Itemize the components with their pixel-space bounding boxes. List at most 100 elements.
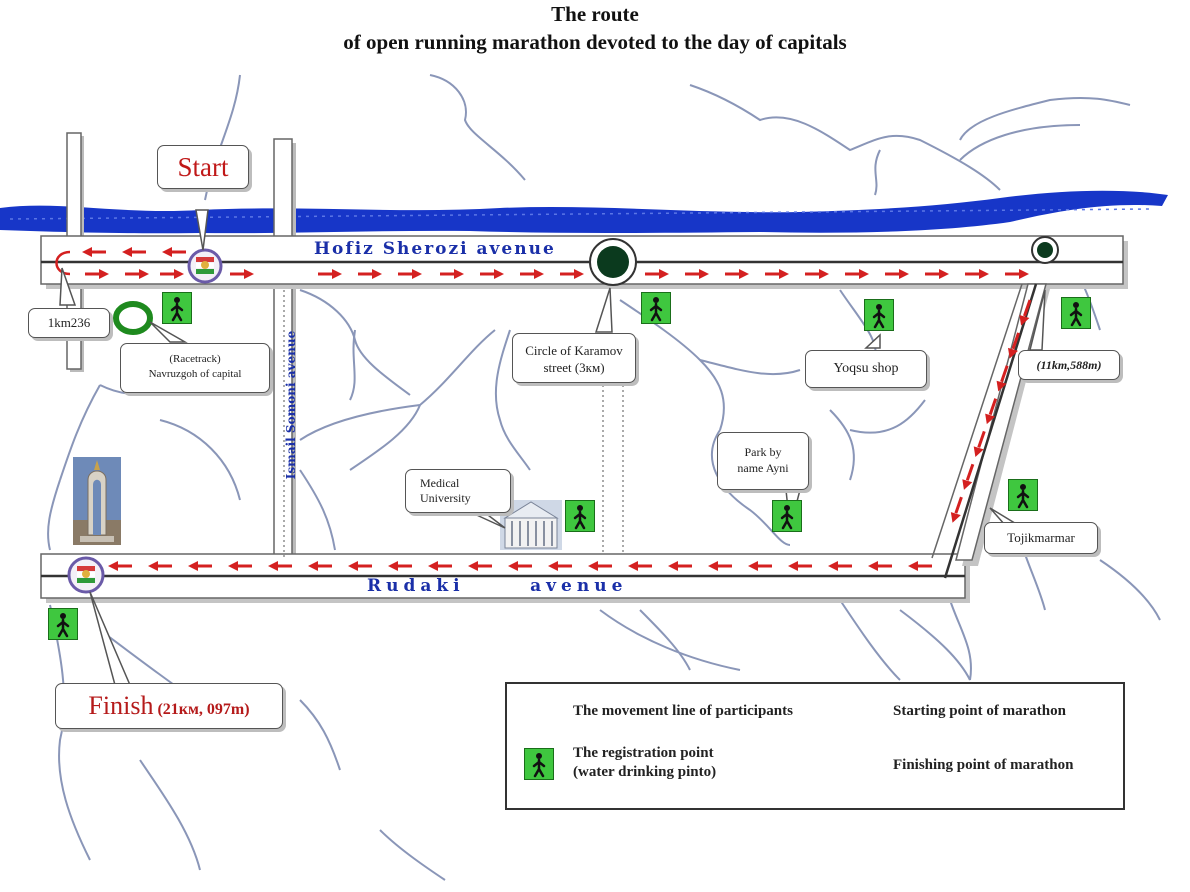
movement-arrow-head xyxy=(412,269,422,279)
movement-arrows-west xyxy=(108,561,932,571)
turnaround-marker-center xyxy=(1037,242,1053,258)
movement-arrows-diagonal xyxy=(950,299,1032,523)
movement-arrow-head xyxy=(939,269,949,279)
dashed-connectors xyxy=(283,290,624,560)
title-line-2: of open running marathon devoted to the … xyxy=(343,30,847,54)
legend-registration-line1: The registration point xyxy=(573,745,714,761)
movement-arrow-head xyxy=(628,561,638,571)
movement-arrow-head xyxy=(534,269,544,279)
movement-arrow-head xyxy=(82,247,92,257)
monument-icon xyxy=(73,457,121,545)
movement-arrow-head xyxy=(468,561,478,571)
registration-point-4 xyxy=(1061,297,1091,329)
marathon-emblem-icon xyxy=(187,248,223,284)
movement-arrow-head xyxy=(548,561,558,571)
callout-pointers xyxy=(59,209,1046,686)
movement-arrow-head xyxy=(1019,269,1029,279)
circle-marker-center xyxy=(597,246,629,278)
movement-arrow xyxy=(977,430,986,448)
hofiz-avenue-label: Hofiz Sherozi avenue xyxy=(314,239,556,259)
movement-arrow-head xyxy=(428,561,438,571)
registration-point-8 xyxy=(48,608,78,640)
movement-arrow-head xyxy=(779,269,789,279)
movement-arrow-head xyxy=(139,269,149,279)
movement-arrow-head xyxy=(985,413,996,425)
registration-point-6 xyxy=(772,500,802,532)
movement-arrow-head xyxy=(1008,347,1019,359)
movement-arrow-head xyxy=(508,561,518,571)
legend-registration-icon xyxy=(524,748,554,780)
runner-icon xyxy=(1016,484,1030,509)
park-ayni-label: Park by name Ayni xyxy=(717,432,809,490)
somoni-avenue-label: Ismail Somoni avenue xyxy=(284,330,298,480)
movement-arrow-head xyxy=(332,269,342,279)
river-ripples xyxy=(9,208,1151,220)
movement-arrow-head xyxy=(668,561,678,571)
movement-arrow-head xyxy=(348,561,358,571)
movement-arrow-head xyxy=(188,561,198,571)
racetrack-label-line1: (Racetrack) xyxy=(169,353,221,365)
km-11588-label: (11km,588m) xyxy=(1018,350,1120,380)
racetrack-icon xyxy=(113,301,153,335)
movement-arrow-head xyxy=(122,247,132,257)
movement-arrow-head xyxy=(950,512,961,523)
racetrack-label-line2: Navruzgoh of capital xyxy=(148,368,242,380)
runner-icon xyxy=(170,297,184,322)
side-streets xyxy=(47,74,1161,881)
movement-arrow-head xyxy=(859,269,869,279)
movement-arrow xyxy=(965,463,975,481)
movement-arrows-west-start xyxy=(82,247,186,257)
marathon-finish-emblem-icon xyxy=(67,556,105,594)
movement-arrow-head xyxy=(659,269,669,279)
finish-detail: (21км, 097m) xyxy=(157,701,250,718)
runner-icon xyxy=(56,613,70,638)
hofiz-sherozi-road xyxy=(40,235,1128,289)
tojikmarmar-label: Tojikmarmar xyxy=(984,522,1098,554)
movement-arrow-head xyxy=(899,269,909,279)
registration-point-2 xyxy=(641,292,671,324)
legend-finishing-text: Finishing point of marathon xyxy=(893,757,1074,773)
legend-registration-text: The registration point (water drinking p… xyxy=(573,744,716,782)
movement-arrow-head xyxy=(1019,315,1030,326)
movement-arrow-head xyxy=(372,269,382,279)
movement-arrow-head xyxy=(148,561,158,571)
runner-icon xyxy=(532,753,546,778)
movement-arrow-head xyxy=(708,561,718,571)
movement-arrow-head xyxy=(174,269,184,279)
movement-arrow-head xyxy=(699,269,709,279)
title-line-1: The route xyxy=(551,2,639,26)
movement-arrow-head xyxy=(454,269,464,279)
movement-arrow xyxy=(1000,365,1009,383)
circle-label-line1: Circle of Karamov xyxy=(525,343,623,358)
start-label: Start xyxy=(157,145,249,189)
rudaki-road xyxy=(40,553,970,603)
movement-arrow xyxy=(1023,299,1032,317)
legend-movement-text: The movement line of participants xyxy=(573,703,793,719)
legend: The movement line of participants Starti… xyxy=(505,682,1125,810)
movement-arrow-head xyxy=(748,561,758,571)
movement-arrow-head xyxy=(739,269,749,279)
medical-label-line2: University xyxy=(420,491,471,505)
medical-university-label: Medical University xyxy=(405,469,511,513)
registration-point-1 xyxy=(162,292,192,324)
movement-arrow-head xyxy=(99,269,109,279)
runner-icon xyxy=(573,505,587,530)
circle-of-karamov-label: Circle of Karamov street (3км) xyxy=(512,333,636,383)
runner-icon xyxy=(872,304,886,329)
movement-arrow xyxy=(954,496,963,514)
yoqsu-shop-label: Yoqsu shop xyxy=(805,350,927,388)
km-1236-label: 1km236 xyxy=(28,308,110,338)
river xyxy=(0,190,1168,234)
movement-arrow-head xyxy=(788,561,798,571)
park-label-line1: Park by xyxy=(744,445,782,459)
registration-point-5 xyxy=(565,500,595,532)
movement-arrow-head xyxy=(228,561,238,571)
runner-icon xyxy=(780,505,794,530)
movement-arrow-head xyxy=(308,561,318,571)
movement-arrows-east xyxy=(85,269,1029,279)
medical-label-line1: Medical xyxy=(420,476,460,490)
movement-arrow-head xyxy=(244,269,254,279)
movement-arrow-head xyxy=(828,561,838,571)
legend-registration-line2: (water drinking pinto) xyxy=(573,764,717,780)
registration-point-3 xyxy=(864,299,894,331)
